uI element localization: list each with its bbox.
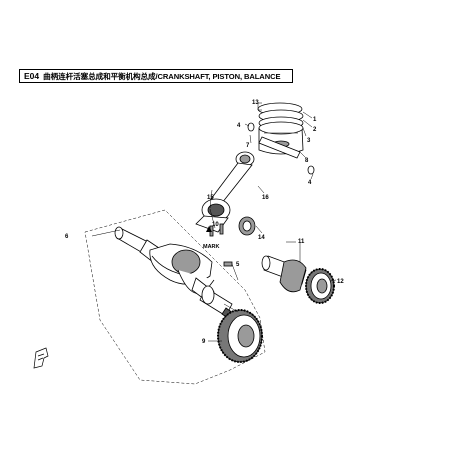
callout-3: 3: [307, 138, 311, 144]
callout-13: 13: [252, 100, 259, 106]
callout-5: 5: [236, 262, 240, 268]
callout-6: 6: [65, 234, 69, 240]
diagram-title: 曲柄连杆活塞总成和平衡机构总成/CRANKSHAFT, PISTON, BALA…: [43, 71, 281, 81]
callout-14: 14: [258, 235, 265, 241]
rod-bearing: [238, 216, 256, 236]
callout-16: 16: [262, 195, 269, 201]
callout-1: 1: [313, 117, 317, 123]
mark-label: MARK: [203, 244, 220, 250]
diagram-title-box: E04 曲柄连杆活塞总成和平衡机构总成/CRANKSHAFT, PISTON, …: [19, 69, 293, 83]
drive-gear: [217, 309, 263, 363]
callout-2: 2: [313, 127, 317, 133]
leader-lines: [91, 102, 337, 342]
balancer-gear: [305, 268, 335, 304]
circlips: [247, 122, 315, 175]
woodruff-key: [223, 261, 233, 267]
mark-arrow: MARK: [203, 226, 220, 250]
callout-10: 10: [212, 222, 219, 228]
callout-9: 9: [202, 339, 206, 345]
connecting-rod: [195, 151, 255, 237]
callout-7: 7: [246, 143, 250, 149]
diagram-code: E04: [24, 71, 40, 81]
callout-11: 11: [298, 239, 305, 245]
callout-4-bottom: 4: [308, 180, 312, 186]
piston-pin: [258, 136, 301, 159]
callout-12: 12: [337, 279, 344, 285]
callout-4-top: 4: [237, 123, 241, 129]
callout-numbers: 13 1 2 3 4 7 8 4 16 15 10 14 6 5 11 12 9: [65, 100, 344, 345]
callout-15: 15: [207, 195, 214, 201]
callout-8: 8: [305, 158, 309, 164]
front-arrow-icon: [33, 347, 49, 369]
balance-shaft: [261, 255, 307, 293]
crankshaft: [114, 226, 241, 325]
